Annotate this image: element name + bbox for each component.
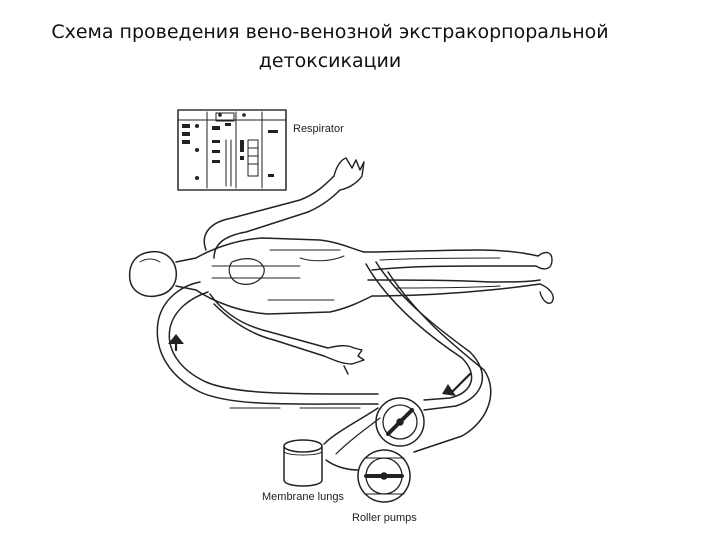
title-line-2: детоксикации	[258, 50, 402, 72]
roller-pump-upper	[375, 397, 425, 447]
membrane-lung	[283, 439, 323, 487]
roller-pumps-label: Roller pumps	[352, 512, 417, 524]
roller-pump-lower	[357, 449, 411, 503]
slide-title: Схема проведения вено-венозной экстракор…	[40, 18, 620, 76]
title-line-1: Схема проведения вено-венозной экстракор…	[51, 21, 609, 43]
extracorporeal-circuit	[156, 261, 492, 471]
respirator-machine	[177, 109, 287, 191]
membrane-lungs-label: Membrane lungs	[262, 491, 344, 503]
respirator-label: Respirator	[293, 123, 344, 135]
patient-body	[128, 157, 554, 375]
